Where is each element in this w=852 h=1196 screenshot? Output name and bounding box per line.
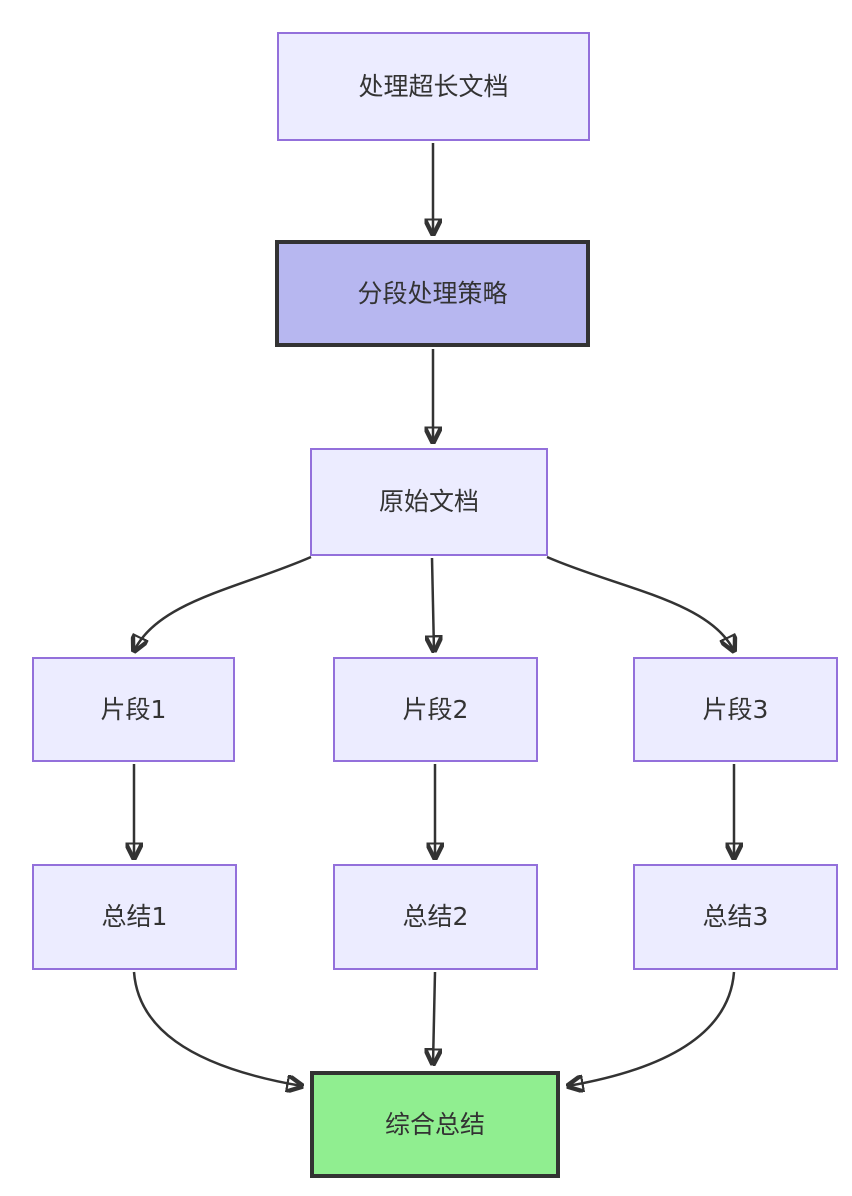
node-label: 总结3 <box>702 902 769 931</box>
node-summary-3: 总结3 <box>633 864 838 970</box>
node-segment-2: 片段2 <box>333 657 538 762</box>
edge-source-seg2 <box>432 557 434 651</box>
node-original-document: 原始文档 <box>310 448 548 556</box>
node-label: 处理超长文档 <box>358 71 509 101</box>
node-label: 总结2 <box>402 902 469 931</box>
node-segmentation-strategy: 分段处理策略 <box>275 240 590 347</box>
node-label: 总结1 <box>101 902 168 931</box>
edge-source-seg3 <box>546 555 734 651</box>
node-combined-summary: 综合总结 <box>310 1071 560 1178</box>
node-label: 原始文档 <box>378 487 479 516</box>
node-label: 片段3 <box>702 694 769 724</box>
edge-sum3-final <box>568 971 736 1086</box>
edge-sum2-final <box>433 971 435 1064</box>
node-summary-1: 总结1 <box>32 864 237 970</box>
node-segment-1: 片段1 <box>32 657 235 762</box>
edge-sum1-final <box>132 971 302 1086</box>
node-label: 片段1 <box>100 694 167 724</box>
node-label: 片段2 <box>402 694 469 724</box>
edge-source-seg1 <box>134 555 312 651</box>
node-segment-3: 片段3 <box>633 657 838 762</box>
node-process-long-doc: 处理超长文档 <box>277 32 590 141</box>
node-label: 分段处理策略 <box>357 278 508 308</box>
node-summary-2: 总结2 <box>333 864 538 970</box>
node-label: 综合总结 <box>384 1109 485 1139</box>
